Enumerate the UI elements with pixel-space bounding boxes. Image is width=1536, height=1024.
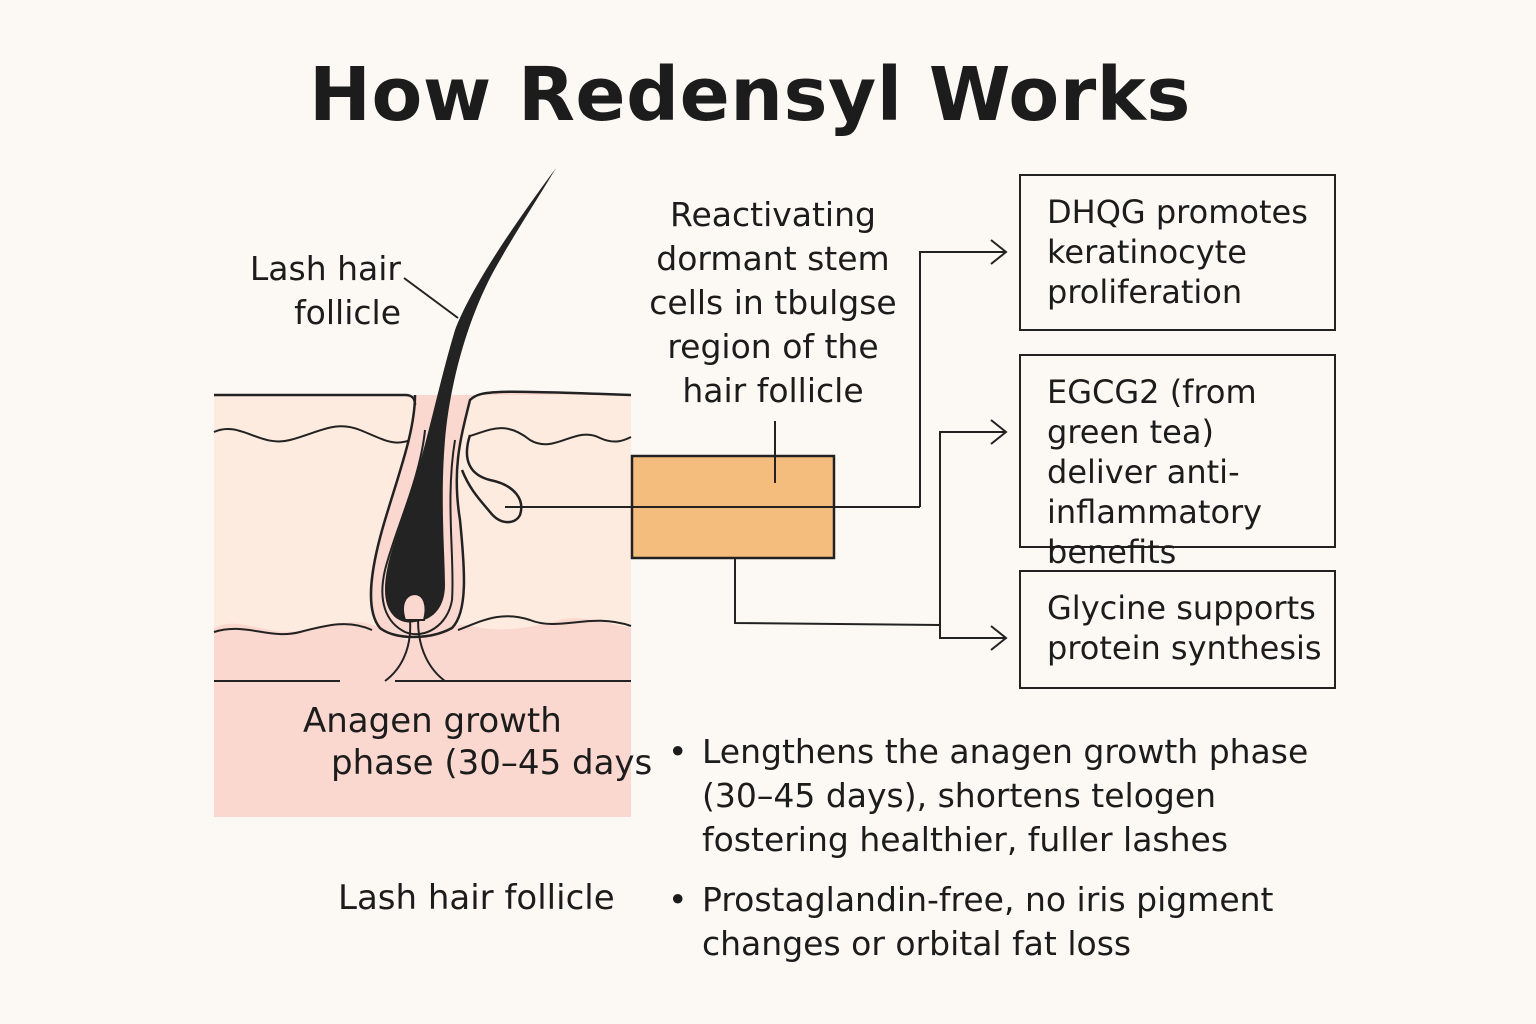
bullet-icon: • <box>668 880 688 919</box>
stem-cell-label: Reactivating dormant stem cells in tbulg… <box>649 195 897 410</box>
dhqg-box: DHQG promotes keratinocyte proliferation <box>1019 174 1336 331</box>
arrow-head <box>990 625 1008 651</box>
egcg2-box: EGCG2 (from green tea) deliver anti-infl… <box>1019 354 1336 571</box>
follicle-label-line2: follicle <box>294 293 401 332</box>
bullet-icon: • <box>668 732 688 771</box>
dermal-papilla <box>402 592 427 621</box>
follicle-label-pointer <box>403 277 459 319</box>
anagen-label-line1: Anagen growth <box>303 701 562 741</box>
arrow-head <box>990 419 1008 445</box>
list-item: • Lengthens the anagen growth phase (30–… <box>668 730 1368 862</box>
bulge-region <box>460 434 523 524</box>
diagram-caption: Lash hair follicle <box>338 878 615 918</box>
dermis-boundary-line <box>457 615 632 631</box>
page-title: How Redensyl Works <box>309 52 1191 138</box>
follicle-label: Lash hair follicle <box>236 247 401 335</box>
dermis-boundary-line <box>213 623 373 636</box>
benefit-list: • Lengthens the anagen growth phase (30–… <box>668 730 1368 982</box>
skin-surface-line <box>213 425 416 444</box>
anagen-phase-label: Anagen growth phase (30–45 days <box>214 700 653 790</box>
glycine-box: Glycine supports protein synthesis <box>1019 570 1336 689</box>
inner-sheath <box>381 429 456 636</box>
arrow-head <box>990 239 1008 265</box>
arrow-to-egcg2 <box>939 431 1005 625</box>
benefit-text: Prostaglandin-free, no iris pigment chan… <box>702 880 1274 963</box>
arrow-to-glycine <box>734 558 1005 639</box>
skin-surface-line <box>469 427 632 446</box>
anagen-label-line2: phase (30–45 days <box>331 743 653 783</box>
list-item: • Prostaglandin-free, no iris pigment ch… <box>668 878 1368 966</box>
follicle-label-line1: Lash hair <box>249 249 401 288</box>
follicle-sheath-top <box>214 393 417 406</box>
papilla-root <box>384 619 446 682</box>
arrow-to-dhqg <box>919 251 1005 507</box>
benefit-text: Lengthens the anagen growth phase (30–45… <box>702 732 1309 859</box>
hair-shaft <box>385 168 556 623</box>
